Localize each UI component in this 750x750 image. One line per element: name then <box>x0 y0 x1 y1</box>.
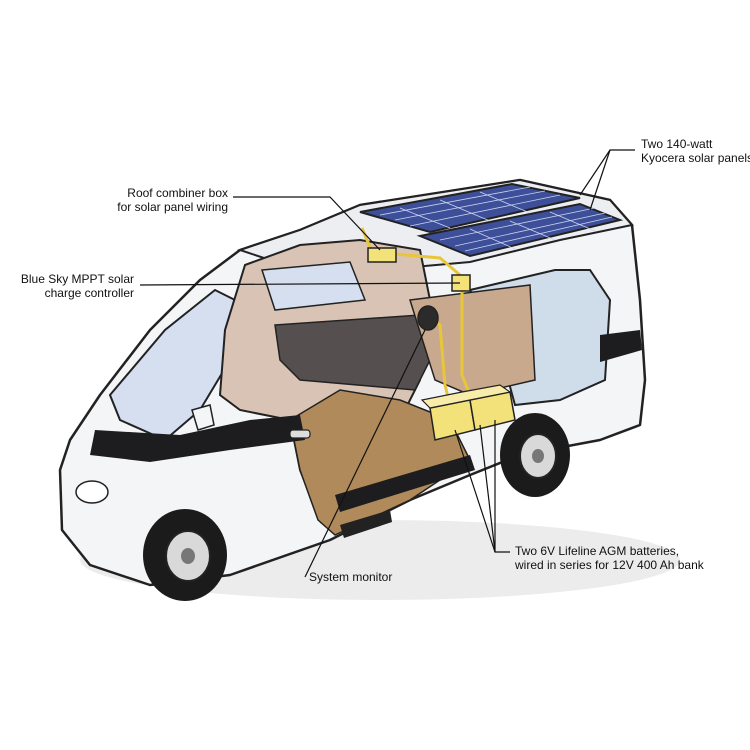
label-charge-controller-line1: Blue Sky MPPT solar <box>20 272 134 286</box>
label-solar-panels-line1: Two 140-watt <box>641 137 713 151</box>
headlight <box>75 480 109 504</box>
body-stripe <box>90 415 305 462</box>
body-stripe-rear <box>600 330 642 362</box>
side-mirror <box>191 404 215 431</box>
solar-panel-icon <box>359 182 624 258</box>
label-combiner-box-line1: Roof combiner box <box>127 186 228 200</box>
rear-wheel <box>500 413 570 497</box>
label-batteries: Two 6V Lifeline AGM batteries, wired in … <box>515 544 704 572</box>
label-batteries-line2: wired in series for 12V 400 Ah bank <box>515 558 704 572</box>
system-monitor-icon <box>417 305 439 331</box>
combiner-box-icon <box>367 247 397 263</box>
body-stripe-lower <box>335 455 475 512</box>
label-batteries-line1: Two 6V Lifeline AGM batteries, <box>515 544 680 558</box>
bench-seat <box>274 314 436 391</box>
label-charge-controller: Blue Sky MPPT solar charge controller <box>0 272 134 300</box>
label-system-monitor-line1: System monitor <box>309 570 393 584</box>
label-charge-controller-line2: charge controller <box>44 286 134 300</box>
battery-icon <box>420 384 516 441</box>
side-step <box>340 510 392 538</box>
label-system-monitor: System monitor <box>309 570 392 584</box>
rear-window <box>260 261 367 311</box>
callout-lines <box>139 149 635 578</box>
label-combiner-box-line2: for solar panel wiring <box>117 200 228 214</box>
front-wheel <box>143 509 227 601</box>
label-solar-panels: Two 140-watt Kyocera solar panels <box>641 137 750 165</box>
door-handle <box>289 429 311 439</box>
label-combiner-box: Roof combiner box for solar panel wiring <box>80 186 228 214</box>
label-solar-panels-line2: Kyocera solar panels <box>641 151 750 165</box>
